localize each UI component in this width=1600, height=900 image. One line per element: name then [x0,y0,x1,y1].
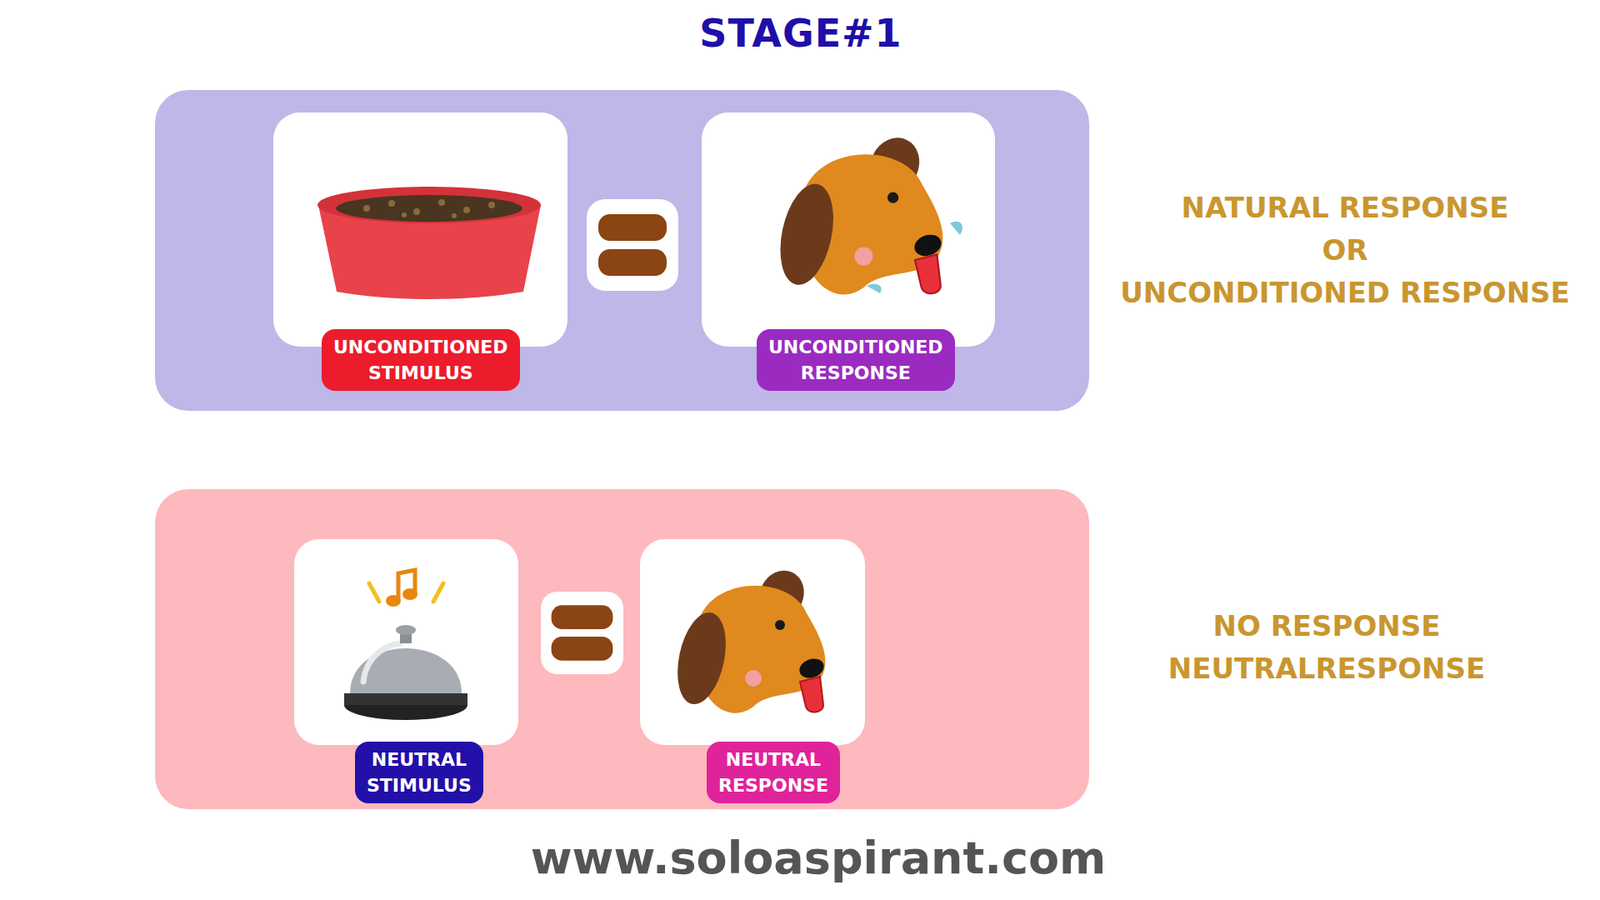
side-note: UNCONDITIONED RESPONSE [1120,275,1570,310]
label-pill: NEUTRAL RESPONSE [706,741,840,804]
label-pill: UNCONDITIONED STIMULUS [321,329,520,391]
pill-text: NEUTRAL RESPONSE [718,749,829,796]
side-note: OR [1321,233,1368,267]
diagram-title: STAGE#1 [699,10,902,56]
side-note: NEUTRALRESPONSE [1168,651,1486,685]
label-pill: NEUTRAL STIMULUS [355,741,484,804]
label-pill: UNCONDITIONED RESPONSE [756,329,955,391]
pill-text: UNCONDITIONED RESPONSE [768,336,944,384]
side-note: NO RESPONSE [1212,609,1440,643]
watermark: www.soloaspirant.com [530,831,1107,885]
pill-text: UNCONDITIONED STIMULUS [333,336,509,384]
side-note: NATURAL RESPONSE [1181,190,1510,225]
pill-text: NEUTRAL STIMULUS [366,749,472,796]
